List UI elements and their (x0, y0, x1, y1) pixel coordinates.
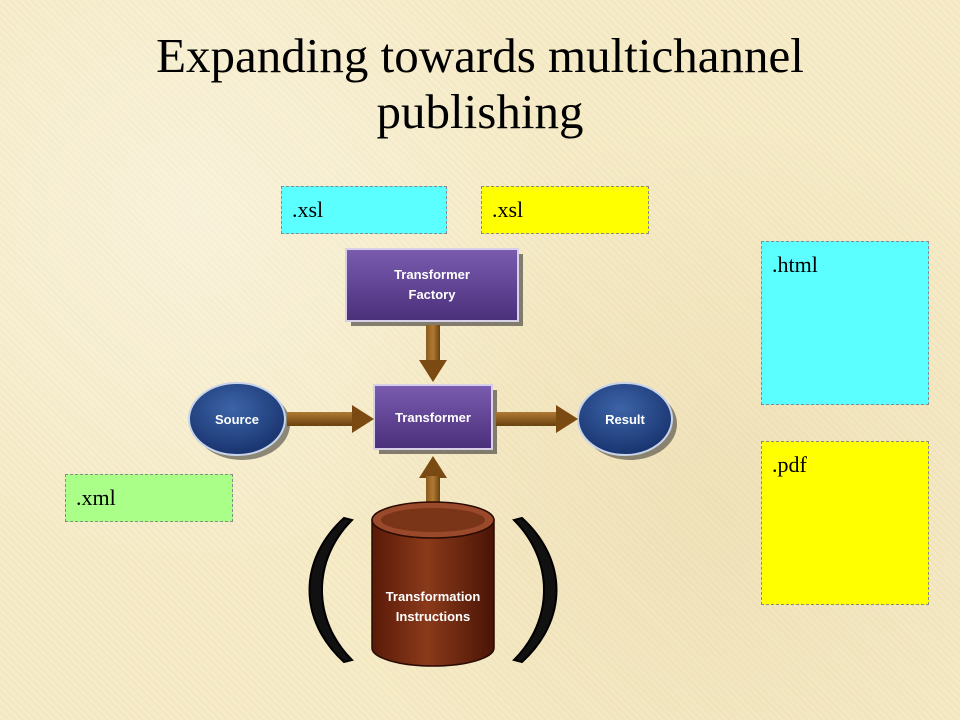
left-bracket (308, 516, 354, 664)
transformation-instructions-node: Transformation Instructions (371, 501, 495, 667)
factory-label-line-1: Transformer (394, 267, 470, 282)
factory-label-line-2: Factory (409, 287, 457, 302)
title-line-1: Expanding towards multichannel (156, 28, 804, 83)
right-bracket (512, 516, 558, 664)
source-label: Source (215, 412, 259, 427)
pdf-box: .pdf (761, 441, 929, 605)
source-node: Source (188, 382, 290, 460)
transformer-factory-node: Transformer Factory (345, 248, 523, 326)
result-node: Result (577, 382, 677, 460)
transformer-node: Transformer (373, 384, 497, 454)
html-box: .html (761, 241, 929, 405)
title-line-2: publishing (376, 84, 584, 139)
page-title: Expanding towards multichannel publishin… (0, 28, 960, 140)
arrow-source-to-transformer (287, 405, 374, 433)
xsl-box-cyan: .xsl (281, 186, 447, 234)
transformer-label: Transformer (395, 410, 471, 425)
arrow-transformer-to-result (496, 405, 578, 433)
xml-box: .xml (65, 474, 233, 522)
result-label: Result (605, 412, 645, 427)
instructions-label-line-1: Transformation (386, 589, 481, 604)
arrow-factory-to-transformer (419, 325, 447, 382)
xsl-box-yellow: .xsl (481, 186, 649, 234)
instructions-label-line-2: Instructions (396, 609, 470, 624)
